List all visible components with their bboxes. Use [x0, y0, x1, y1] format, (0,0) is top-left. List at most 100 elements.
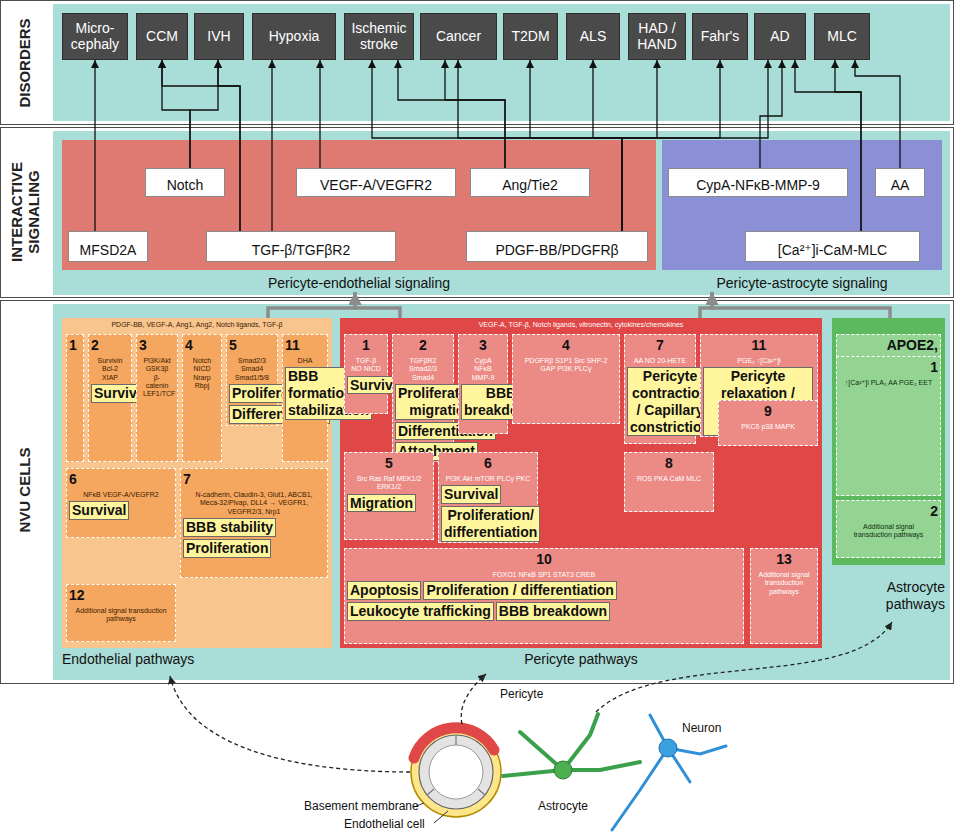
- outcome-label: Survival: [72, 502, 126, 519]
- signal-arrow: [622, 60, 720, 231]
- outcome-label: Pericyte contraction / Capillary constri…: [630, 368, 710, 435]
- signaling-box: TGF-β/TGFβR2: [206, 231, 396, 262]
- module-number: 2: [91, 337, 129, 354]
- disorder-box: MLC: [814, 13, 870, 60]
- signal-arrow: [458, 60, 622, 231]
- module-text: Notch NICD Nrarp Rbpj: [185, 354, 219, 391]
- signal-arrow: [855, 60, 900, 168]
- leader-line: [414, 803, 424, 807]
- pathway-module: 11PGE₂ ↑[Ca²⁺]iPericyte relaxation / Cap…: [700, 334, 818, 437]
- disorder-box: AD: [754, 13, 806, 60]
- outcome-label: Survival: [444, 486, 498, 503]
- cell-label: Basement membrane: [304, 800, 419, 814]
- signaling-name: VEGF-A/VEGFR2: [320, 177, 432, 194]
- outcome-label: Leukocyte trafficking: [350, 603, 491, 620]
- ligand-list: PDGF-BB, VEGF-A, Ang1, Ang2, Notch ligan…: [62, 318, 332, 329]
- signaling-name: Notch: [167, 177, 204, 194]
- outcome-label: BBB breakdown: [499, 603, 607, 620]
- outcome-label: Differentiation: [232, 406, 327, 423]
- outcome-label: BBB stability: [186, 519, 273, 536]
- outcome-tag: Proliferation/ migration: [395, 384, 487, 420]
- outcome-tag: BBB breakdown: [496, 602, 610, 621]
- signaling-box: AA: [875, 168, 925, 197]
- pathway-module: 4Notch NICD Nrarp Rbpj: [182, 334, 222, 462]
- panel-fills: [62, 140, 945, 648]
- section-label: NVU CELLS: [16, 415, 33, 565]
- module-number: 3: [461, 337, 505, 354]
- signal-arrow: [622, 60, 768, 231]
- disorder-name: MLC: [827, 29, 857, 44]
- disorder-box: T2DM: [503, 13, 558, 60]
- outcome-label: Proliferation/ differentiation: [444, 507, 537, 541]
- section-frame: [1, 128, 954, 298]
- neuron-soma: [659, 739, 677, 757]
- signal-arrow: [835, 60, 861, 231]
- signaling-box: VEGF-A/VEGFR2: [296, 168, 456, 197]
- outcome-label: Attachment: [398, 443, 475, 460]
- disorder-name: CCM: [146, 29, 178, 44]
- panel-fill: [62, 140, 656, 270]
- outcome-tag: Survival: [91, 384, 151, 403]
- pathway-module: 6PI3K Akt mTOR PLCγ PKCSurvivalProlifera…: [438, 452, 538, 543]
- signal-arrow: [372, 60, 622, 231]
- module-text: FOXO1 NFκB SP1 STAT3 CREB: [347, 568, 741, 579]
- outcome-tag: Pericyte contraction / Capillary constri…: [627, 367, 713, 436]
- outcome-tag: Attachment: [395, 442, 478, 461]
- signal-arrow: [355, 292, 400, 318]
- module-text: NFκB VEGF-A/VEGFR2: [69, 488, 173, 499]
- cell-junction: [427, 735, 485, 795]
- module-number: 7: [183, 471, 325, 488]
- outcome-tag: Pericyte relaxation / Capillary dilation: [703, 367, 813, 436]
- pathway-module: 5Smad2/3 Smad4 Smad1/5/8ProliferationDif…: [226, 334, 278, 426]
- dashed-pointer: [461, 674, 486, 724]
- module-number: 8: [627, 455, 711, 472]
- disorder-name: Hypoxia: [269, 29, 320, 44]
- signaling-name: TGF-β/TGFβR2: [252, 242, 351, 259]
- dashed-pointer: [170, 676, 410, 772]
- module-text: CypA NFκB MMP-9: [461, 354, 505, 382]
- outcome-tag: Leukocyte trafficking: [347, 602, 494, 621]
- pathway-panel: Astrocyte pathwaysAPOE2, APOE3, APOE41↑[…: [832, 318, 945, 613]
- signaling-name: [Ca²⁺]i-CaM-MLC: [778, 242, 887, 259]
- module-number: APOE2, APOE3, APOE4: [839, 337, 938, 387]
- pathway-module: 2Survivin Bcl-2 XIAPSurvival: [88, 334, 132, 462]
- disorder-box: IVH: [194, 13, 244, 60]
- signal-arrow: [94, 60, 95, 231]
- module-number: 4: [515, 337, 617, 354]
- signaling-name: CypA-NFκB-MMP-9: [696, 177, 820, 194]
- signal-arrow: [218, 60, 240, 231]
- signaling-box: [Ca²⁺]i-CaM-MLC: [745, 231, 920, 262]
- outcome-tag: Differentiation: [395, 422, 496, 441]
- panel-fill: [340, 318, 822, 648]
- signaling-name: PDGF-BB/PDGFRβ: [495, 242, 618, 259]
- disorder-box: CCM: [136, 13, 188, 60]
- signal-arrow: [162, 60, 240, 231]
- module-text: PDGFRβ S1P1 Src SHP-2 GAP PI3K PLCγ: [515, 354, 617, 374]
- pathway-module: 1TGF-β NO NICDSurvival: [344, 334, 388, 414]
- dashed-pointer: [596, 622, 892, 712]
- module-number: 11: [703, 337, 815, 354]
- module-number: 2: [395, 337, 451, 354]
- section-label: DISORDERS: [16, 8, 33, 118]
- disorder-name: Ischemic stroke: [347, 21, 411, 52]
- outcome-tag: BBB formation/ stabilization: [285, 367, 372, 419]
- module-text: Additional signal transduction pathways: [753, 568, 815, 596]
- disorder-box: Hypoxia: [252, 13, 336, 60]
- module-text: TGFβR2 Smad2/3 Smad4: [395, 354, 451, 382]
- cell-label: Neuron: [682, 722, 721, 736]
- module-number: 2: [839, 503, 938, 520]
- pathway-module: 10FOXO1 NFκB SP1 STAT3 CREBApoptosisProl…: [344, 548, 744, 644]
- section-frame: [1, 301, 954, 684]
- signal-arrow: [398, 60, 505, 168]
- disorder-box: Cancer: [420, 13, 497, 60]
- signaling-name: AA: [891, 177, 910, 194]
- pathway-module: 13Additional signal transduction pathway…: [750, 548, 818, 644]
- neuron-process: [612, 715, 726, 830]
- panel-label: Pericyte-endothelial signaling: [62, 275, 656, 292]
- outcome-tag: Migration: [347, 494, 416, 513]
- signaling-name: MFSD2A: [80, 242, 137, 259]
- module-number: 1: [839, 359, 938, 376]
- outcome-tag: Apoptosis: [347, 581, 421, 600]
- module-text: PI3K Akt mTOR PLCγ PKC: [441, 472, 535, 483]
